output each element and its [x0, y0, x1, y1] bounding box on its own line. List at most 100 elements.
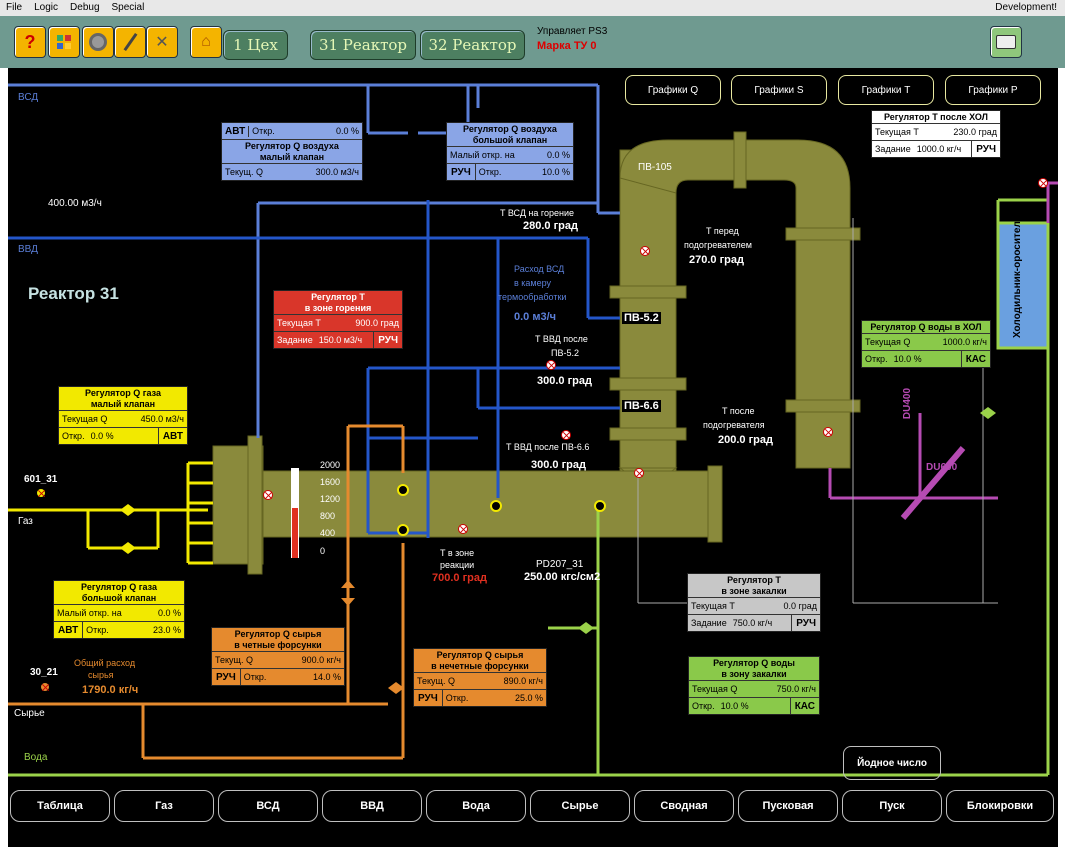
- nav-interlocks-button[interactable]: Блокировки: [946, 790, 1054, 822]
- nav-gas-button[interactable]: Газ: [114, 790, 214, 822]
- air-small-mode[interactable]: АВТ: [222, 125, 250, 137]
- raw-odd-open-value: 25.0 %: [514, 693, 543, 703]
- raw-odd-title-2: в нечетные форсунки: [431, 661, 529, 671]
- grid-button[interactable]: [48, 26, 80, 58]
- t-quench-mode[interactable]: РУЧ: [791, 615, 820, 631]
- t-after-cooler-regulator[interactable]: Регулятор T после ХОЛ Текущая T 230.0 гр…: [871, 110, 1001, 158]
- burn-zone-regulator[interactable]: Регулятор T в зоне горения Текущая T 900…: [273, 290, 403, 349]
- gas-label: Газ: [18, 516, 33, 527]
- vsd-flow-label-1: Расход ВСД: [514, 264, 565, 274]
- raw-even-current-label: Текущ. Q: [215, 655, 253, 665]
- camera-button[interactable]: [82, 26, 114, 58]
- nav-startup-button[interactable]: Пусковая: [738, 790, 838, 822]
- water-quench-open-value: 10.0 %: [720, 701, 749, 711]
- raw-odd-open-label: Откр.: [445, 693, 469, 703]
- gas-small-open-value: 0.0 %: [90, 431, 114, 441]
- raw-even-open-label: Откр.: [243, 672, 267, 682]
- nav-vsd-button[interactable]: ВСД: [218, 790, 318, 822]
- air-big-mode[interactable]: РУЧ: [447, 164, 476, 180]
- cooler-water-lines: [828, 181, 1058, 520]
- help-button[interactable]: ?: [14, 26, 46, 58]
- water-valves: [578, 407, 996, 634]
- water-hol-mode[interactable]: КАС: [960, 351, 990, 367]
- raw-even-open-value: 14.0 %: [312, 672, 341, 682]
- t-vsd-value: 280.0 град: [523, 220, 578, 232]
- menu-file[interactable]: File: [6, 2, 23, 13]
- water-quench-regulator[interactable]: Регулятор Q воды в зону закалки Текущая …: [688, 656, 820, 715]
- nav-water-button[interactable]: Вода: [426, 790, 526, 822]
- brand-label: Марка ТУ 0: [537, 40, 597, 52]
- toolbar: ? ✕ ⌂ 1 Цех 31 Реактор 32 Реактор Управл…: [0, 16, 1065, 68]
- menu-special[interactable]: Special: [111, 2, 145, 13]
- t-heater-sensor[interactable]: [640, 246, 650, 256]
- t-zone-label-1: T в зоне: [440, 548, 475, 558]
- print-button[interactable]: [990, 26, 1022, 58]
- nav-raw-button[interactable]: Сырье: [530, 790, 630, 822]
- t-after-heater-sensor[interactable]: [823, 427, 833, 437]
- graph-t-button[interactable]: Графики T: [838, 75, 934, 105]
- nav-summary-button[interactable]: Сводная: [634, 790, 734, 822]
- reactor32-button[interactable]: 32 Реактор: [420, 30, 525, 60]
- gas-small-current-value: 450.0 м3/ч: [140, 414, 184, 424]
- vsd-flow-value: 0.0 м3/ч: [514, 311, 557, 323]
- raw-odd-mode[interactable]: РУЧ: [414, 690, 443, 706]
- gas-valves: [120, 504, 136, 554]
- gas-big-regulator[interactable]: Регулятор Q газа большой клапан Малый от…: [53, 580, 185, 639]
- air-small-open-label: Откр.: [252, 126, 275, 136]
- t-quench-title-2: в зоне закалки: [721, 586, 787, 596]
- t-heater-value: 270.0 град: [689, 254, 744, 266]
- gas-small-mode[interactable]: АВТ: [157, 428, 187, 444]
- shop-button[interactable]: 1 Цех: [223, 30, 288, 60]
- t-vvd52-sensor[interactable]: [546, 360, 556, 370]
- gas-big-mode[interactable]: АВТ: [54, 622, 84, 638]
- nav-table-button[interactable]: Таблица: [10, 790, 110, 822]
- t-after-heater-value: 200.0 град: [718, 434, 773, 446]
- water-quench-mode[interactable]: КАС: [789, 698, 819, 714]
- nav-start-button[interactable]: Пуск: [842, 790, 942, 822]
- raw-total-label-1: Общий расход: [74, 658, 136, 668]
- t-zone-value: 700.0 град: [432, 572, 487, 584]
- t-heater-label-2: подогревателем: [684, 240, 752, 250]
- raw-label: Сырье: [14, 708, 45, 719]
- tools-button[interactable]: ✕: [146, 26, 178, 58]
- menu-logic[interactable]: Logic: [34, 2, 59, 13]
- t-after-cooler-mode[interactable]: РУЧ: [971, 141, 1000, 157]
- t-burn-sensor[interactable]: [263, 490, 273, 500]
- t-quench-regulator[interactable]: Регулятор T в зоне закалки Текущая T 0.0…: [687, 573, 821, 632]
- graph-p-button[interactable]: Графики P: [945, 75, 1041, 105]
- water-quench-current-label: Текущая Q: [692, 684, 738, 694]
- home-button[interactable]: ⌂: [190, 26, 222, 58]
- iodine-button[interactable]: Йодное число: [843, 746, 941, 780]
- t-quench-sensor[interactable]: [634, 468, 644, 478]
- t-zone-sensor[interactable]: [458, 524, 468, 534]
- t-vvd66-sensor[interactable]: [561, 430, 571, 440]
- gas-small-regulator[interactable]: Регулятор Q газа малый клапан Текущая Q …: [58, 386, 188, 445]
- nav-vvd-button[interactable]: ВВД: [322, 790, 422, 822]
- scale-tick: 1600: [320, 477, 341, 487]
- water-hol-regulator[interactable]: Регулятор Q воды в ХОЛ Текущая Q 1000.0 …: [861, 320, 991, 368]
- graph-s-button[interactable]: Графики S: [731, 75, 827, 105]
- air-small-regulator[interactable]: АВТ Откр. 0.0 % Регулятор Q воздуха малы…: [221, 122, 363, 181]
- raw-even-mode[interactable]: РУЧ: [212, 669, 241, 685]
- t-vvd52-label-2: ПВ-5.2: [551, 348, 579, 358]
- burn-zone-setpoint-label: Задание: [277, 335, 313, 345]
- air-big-regulator[interactable]: Регулятор Q воздуха большой клапан Малый…: [446, 122, 574, 181]
- scale-tick: 2000: [320, 460, 341, 470]
- pen-button[interactable]: [114, 26, 146, 58]
- gas-small-title-1: Регулятор Q газа: [85, 388, 161, 398]
- t-after-heater-label-1: T после: [722, 406, 755, 416]
- control-label: Управляет PS3: [537, 26, 608, 37]
- menu-debug[interactable]: Debug: [70, 2, 100, 13]
- raw-odd-regulator[interactable]: Регулятор Q сырья в нечетные форсунки Те…: [413, 648, 547, 707]
- raw-meter-icon: [40, 682, 50, 692]
- t-after-cooler-sensor[interactable]: [1038, 178, 1048, 188]
- pen-icon: [123, 32, 137, 52]
- reactor31-button[interactable]: 31 Реактор: [310, 30, 416, 60]
- raw-even-regulator[interactable]: Регулятор Q сырья в четные форсунки Теку…: [211, 627, 345, 686]
- camera-icon: [89, 33, 107, 51]
- raw-even-title-2: в четные форсунки: [234, 640, 322, 650]
- graph-q-button[interactable]: Графики Q: [625, 75, 721, 105]
- burn-zone-mode[interactable]: РУЧ: [373, 332, 402, 348]
- reactor-ports: [397, 484, 606, 536]
